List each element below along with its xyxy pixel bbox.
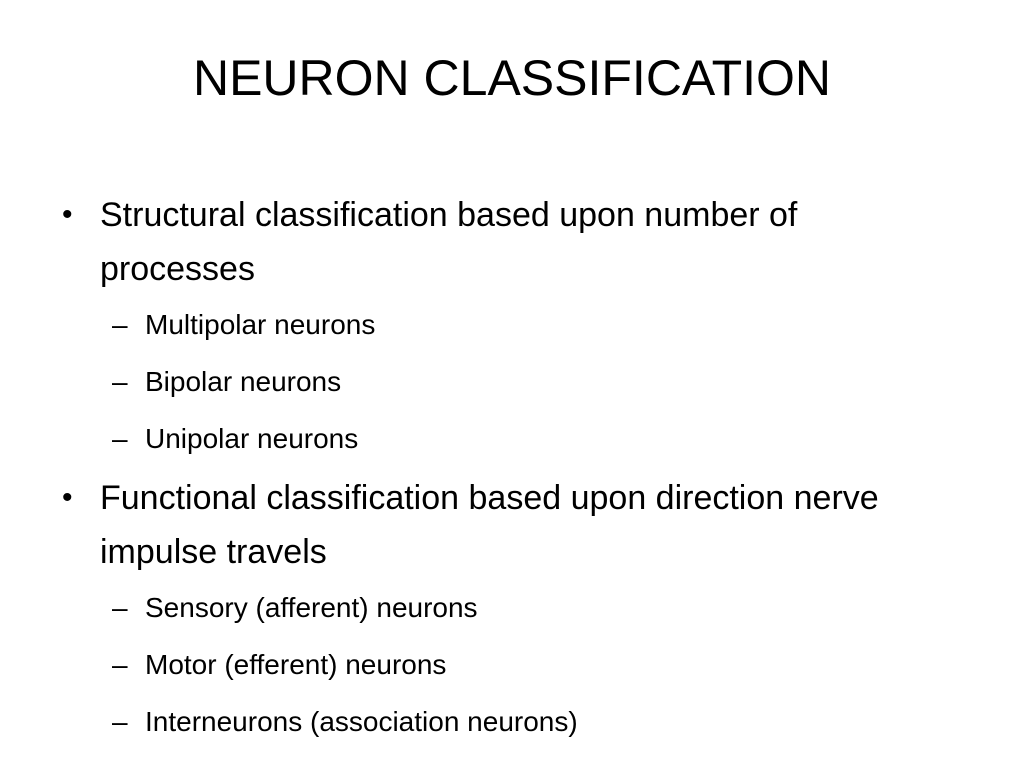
sub-item: – Motor (efferent) neurons: [60, 636, 980, 693]
sub-item-text: Interneurons (association neurons): [145, 706, 578, 737]
sub-item-text: Sensory (afferent) neurons: [145, 592, 478, 623]
sub-marker: –: [112, 366, 128, 397]
slide-title: NEURON CLASSIFICATION: [192, 50, 832, 106]
sub-marker: –: [112, 592, 128, 623]
sub-item-text: Unipolar neurons: [145, 423, 359, 454]
sub-item: – Unipolar neurons: [60, 410, 980, 467]
sub-marker: –: [112, 423, 128, 454]
bullet-text: Functional classification based upon dir…: [100, 479, 879, 571]
bullet-marker: •: [62, 481, 73, 514]
bullet-text: Structural classification based upon num…: [100, 196, 798, 288]
bullet-group-functional: • Functional classification based upon d…: [60, 471, 980, 750]
bullet-item: • Structural classification based upon n…: [60, 188, 980, 296]
sub-item: – Interneurons (association neurons): [60, 693, 980, 750]
sub-item: – Bipolar neurons: [60, 353, 980, 410]
slide-content: • Structural classification based upon n…: [60, 188, 980, 754]
sub-item: – Sensory (afferent) neurons: [60, 579, 980, 636]
sub-item-text: Bipolar neurons: [145, 366, 342, 397]
sub-marker: –: [112, 649, 128, 680]
bullet-group-structural: • Structural classification based upon n…: [60, 188, 980, 467]
bullet-marker: •: [62, 198, 73, 231]
sub-marker: –: [112, 309, 128, 340]
bullet-item: • Functional classification based upon d…: [60, 471, 980, 579]
sub-marker: –: [112, 706, 128, 737]
sub-item-text: Motor (efferent) neurons: [145, 649, 447, 680]
sub-item-text: Multipolar neurons: [145, 309, 376, 340]
sub-item: – Multipolar neurons: [60, 296, 980, 353]
